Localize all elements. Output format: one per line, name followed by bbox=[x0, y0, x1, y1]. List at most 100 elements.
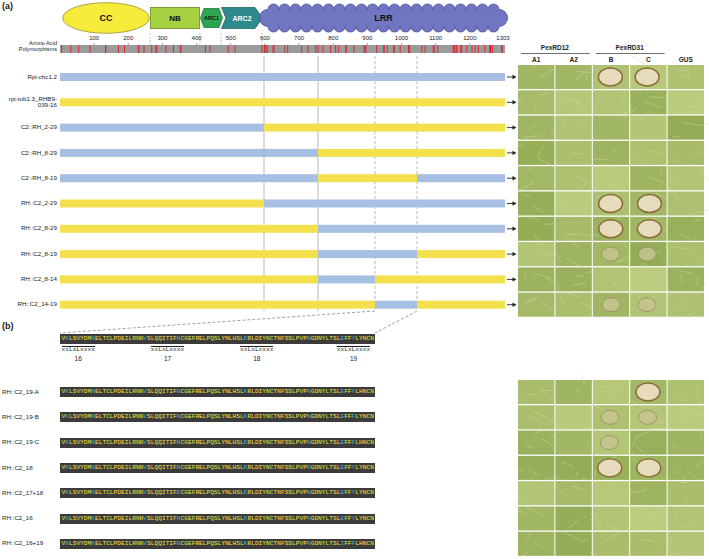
residue: L bbox=[240, 335, 244, 342]
leaf-surface bbox=[630, 116, 666, 140]
residue: L bbox=[218, 489, 222, 496]
residue: T bbox=[102, 464, 106, 471]
residue: L bbox=[292, 515, 296, 522]
leaf-surface bbox=[630, 90, 666, 114]
residue: E bbox=[199, 489, 203, 496]
leaf-surface bbox=[593, 217, 629, 241]
residue: L bbox=[218, 413, 222, 420]
leaf-vein bbox=[534, 235, 543, 246]
column-label: B bbox=[609, 56, 614, 63]
residue: E bbox=[199, 413, 203, 420]
leaf-vein bbox=[556, 194, 565, 205]
arrow-shaft bbox=[507, 127, 513, 128]
residue: C bbox=[270, 464, 274, 471]
residue: S bbox=[285, 540, 289, 547]
leaf-photo bbox=[509, 138, 555, 164]
leaf-surface bbox=[630, 481, 666, 505]
residue: L bbox=[151, 515, 155, 522]
residue: Q bbox=[210, 464, 214, 471]
residue: F bbox=[344, 413, 348, 420]
panel-letter: (b) bbox=[2, 322, 14, 332]
residue: E bbox=[340, 515, 344, 522]
residue: R bbox=[195, 413, 199, 420]
leaf-vein bbox=[606, 164, 610, 166]
residue: Y bbox=[322, 515, 326, 522]
residue: L bbox=[326, 540, 330, 547]
residue: N bbox=[370, 439, 374, 446]
residue: K bbox=[244, 439, 248, 446]
residue: V bbox=[62, 413, 66, 420]
residue: L bbox=[203, 540, 207, 547]
leaf-vein bbox=[681, 482, 688, 483]
residue: V bbox=[76, 489, 80, 496]
residue: N bbox=[225, 335, 229, 342]
leaf-surface bbox=[668, 65, 704, 89]
polymorphism-tick bbox=[387, 45, 388, 53]
polymorphism-tick bbox=[287, 45, 288, 53]
residue: P bbox=[296, 489, 300, 496]
residue: L bbox=[128, 464, 132, 471]
residue: V bbox=[143, 489, 147, 496]
leaf-surface bbox=[630, 217, 666, 241]
construct-segment bbox=[60, 73, 505, 81]
residue: S bbox=[73, 335, 77, 342]
residue: S bbox=[214, 540, 218, 547]
residue: S bbox=[214, 413, 218, 420]
residue: L bbox=[326, 439, 330, 446]
residue: N bbox=[318, 413, 322, 420]
polymorphism-tick bbox=[346, 45, 347, 53]
residue: F bbox=[352, 439, 356, 446]
leaf-photo bbox=[555, 239, 591, 269]
scale-tick bbox=[264, 43, 265, 45]
residue: P bbox=[114, 464, 118, 471]
leaf-vein bbox=[579, 539, 589, 542]
residue: N bbox=[266, 540, 270, 547]
residue: L bbox=[110, 489, 114, 496]
residue: V bbox=[300, 439, 304, 446]
residue: N bbox=[266, 439, 270, 446]
polymorphism-tick bbox=[353, 45, 354, 53]
residue: L bbox=[326, 335, 330, 342]
residue: Q bbox=[158, 439, 162, 446]
residue: L bbox=[128, 515, 132, 522]
leaf-vein bbox=[678, 233, 690, 239]
leaf-photo bbox=[592, 141, 629, 166]
residue: V bbox=[300, 464, 304, 471]
residue: N bbox=[318, 540, 322, 547]
residue: N bbox=[318, 439, 322, 446]
leaf-surface bbox=[668, 431, 704, 455]
leaf-vein bbox=[697, 264, 698, 265]
residue: N bbox=[225, 464, 229, 471]
residue: L bbox=[99, 388, 103, 395]
residue: N bbox=[318, 464, 322, 471]
residue: K bbox=[65, 464, 69, 471]
polymorphism-tick bbox=[475, 45, 476, 53]
leaf-vein bbox=[670, 157, 680, 163]
residue: T bbox=[102, 335, 106, 342]
leaf-photo bbox=[668, 426, 704, 455]
residue: F bbox=[281, 388, 285, 395]
residue: N bbox=[318, 335, 322, 342]
leaf-vein bbox=[575, 99, 576, 100]
residue: S bbox=[285, 388, 289, 395]
polymorphism-tick bbox=[155, 45, 156, 53]
leaf-photo bbox=[630, 293, 666, 317]
residue: F bbox=[344, 439, 348, 446]
residue: L bbox=[203, 515, 207, 522]
residue: K bbox=[65, 413, 69, 420]
residue: D bbox=[255, 335, 259, 342]
leaf-surface bbox=[630, 267, 666, 291]
residue: I bbox=[259, 413, 263, 420]
leaf-photo bbox=[542, 422, 592, 455]
polymorphism-tick bbox=[384, 45, 385, 53]
residue: C bbox=[181, 540, 185, 547]
motif-label: xxLxLxxxx bbox=[337, 346, 370, 354]
residue: N bbox=[136, 540, 140, 547]
residue: L bbox=[69, 489, 73, 496]
residue: Y bbox=[262, 464, 266, 471]
residue: H bbox=[233, 335, 237, 342]
leaf-vein bbox=[539, 69, 554, 79]
residue: I bbox=[169, 540, 173, 547]
polymorphism-tick bbox=[490, 45, 491, 53]
leaf-photo bbox=[668, 532, 704, 558]
